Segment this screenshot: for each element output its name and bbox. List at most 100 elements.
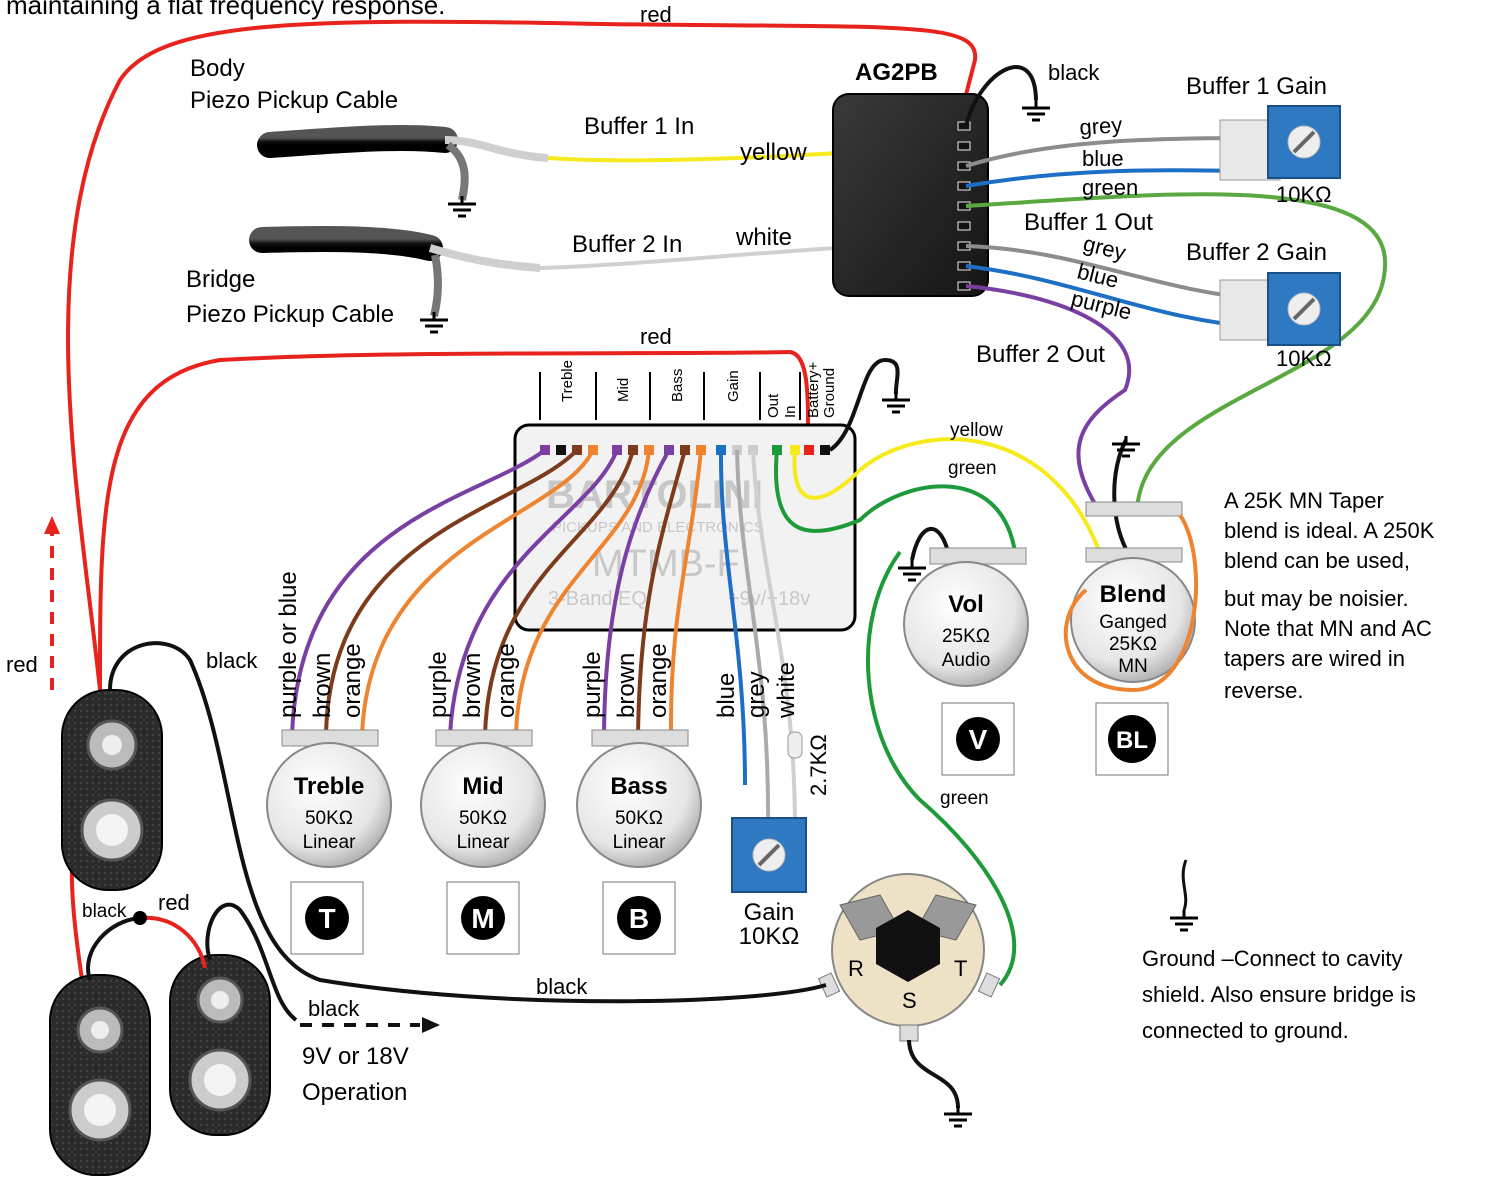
ag2pb-module — [832, 93, 989, 297]
vol-pot-name: Vol — [948, 591, 984, 618]
treble-badge-letter: T — [318, 903, 335, 934]
eq-header-ticks — [539, 372, 801, 420]
ground-note-line: Ground –Connect to cavity — [1142, 946, 1402, 971]
buffer1-in-label: Buffer 1 In — [584, 113, 694, 140]
green-label-jack: green — [940, 788, 989, 809]
jack-green-wire — [866, 550, 1017, 987]
bass-badge — [602, 881, 676, 955]
red-arrowhead — [44, 516, 60, 534]
blend-pot-line2: Ganged — [1099, 612, 1167, 633]
label-purple-or-blue: purple or blue — [275, 571, 302, 718]
blend-pot — [1063, 501, 1198, 693]
gain-trimmer-title: Gain — [744, 899, 795, 926]
eq-mid-wires — [448, 449, 651, 736]
buffer1-out-label: Buffer 1 Out — [1024, 209, 1153, 236]
eq-header-battery: Battery+ — [805, 361, 822, 418]
caption-fragment: maintaining a flat frequency response. — [6, 0, 445, 20]
bridge-label-2: Piezo Pickup Cable — [186, 301, 394, 328]
bridge-piezo-cable — [249, 225, 541, 334]
label-orange-mid: orange — [493, 643, 520, 718]
vol-pot-value: 25KΩ — [942, 626, 990, 647]
blend-note-line: reverse. — [1224, 678, 1303, 703]
gain-trimmer-value: 10KΩ — [739, 923, 800, 950]
yellow-label: yellow — [740, 139, 807, 166]
blend-note: A 25K MN Taper blend is ideal. A 250K bl… — [1224, 488, 1435, 703]
body-piezo-cable — [257, 124, 549, 218]
mid-pot-taper: Linear — [457, 832, 510, 853]
blend-note-line: Note that MN and AC — [1224, 616, 1432, 641]
label-orange-treble: orange — [339, 643, 366, 718]
red-label-junction: red — [158, 890, 190, 915]
black-label-junction: black — [82, 901, 127, 922]
blend-badge-letters: BL — [1116, 727, 1148, 754]
red-label-left: red — [6, 652, 38, 677]
ag2pb-black-label: black — [1048, 60, 1100, 85]
label-purple-bass: purple — [579, 651, 606, 718]
blend-note-line: A 25K MN Taper — [1224, 488, 1384, 513]
bass-pot-name: Bass — [610, 773, 667, 800]
mid-badge — [446, 881, 520, 955]
battery-black-link — [86, 916, 141, 981]
buffer2-out-label: Buffer 2 Out — [976, 341, 1105, 368]
vol-ground-wire — [910, 527, 950, 561]
blue-label-1: blue — [1082, 146, 1124, 171]
jack-label-s: S — [902, 988, 917, 1013]
treble-badge — [290, 881, 364, 955]
eq-header-out: Out — [765, 393, 782, 418]
grey-label-1: grey — [1079, 112, 1123, 140]
body-label-2: Piezo Pickup Cable — [190, 87, 398, 114]
body-label-1: Body — [190, 55, 245, 82]
ground-note: Ground –Connect to cavity shield. Also e… — [1142, 946, 1416, 1043]
eq-band: 3-Band EQ — [548, 588, 647, 610]
eq-treble-wires — [290, 448, 595, 736]
vol-pot — [903, 547, 1029, 687]
label-brown-bass: brown — [613, 653, 640, 718]
blend-note-line: blend is ideal. A 250K — [1224, 518, 1435, 543]
buffer1-gain-title: Buffer 1 Gain — [1186, 73, 1327, 100]
black-label-battery: black — [206, 648, 258, 673]
ag2pb-black-ground-wire — [964, 65, 1038, 127]
label-brown-mid: brown — [459, 653, 486, 718]
bridge-label-1: Bridge — [186, 266, 255, 293]
black-label-jack: black — [536, 974, 588, 999]
mid-badge-letter: M — [471, 903, 494, 934]
label-brown-treble: brown — [309, 653, 336, 718]
black-label-bottom: black — [308, 996, 360, 1021]
eq-yellow-in-wire — [792, 437, 1102, 554]
eq-header-mid: Mid — [615, 378, 632, 402]
blend-note-line: tapers are wired in — [1224, 646, 1405, 671]
yellow-label-2: yellow — [950, 420, 1003, 441]
green-wire-out1 — [965, 192, 1388, 513]
mid-pot-name: Mid — [462, 773, 503, 800]
blend-pot-taper: MN — [1118, 656, 1148, 677]
vol-badge — [941, 702, 1015, 776]
treble-pot-taper: Linear — [303, 832, 356, 853]
label-white-gain: white — [773, 662, 800, 719]
eq-ground-wire — [828, 357, 900, 452]
buffer2-gain-trimmer — [1219, 272, 1341, 346]
eq-header-bass: Bass — [669, 369, 686, 402]
red-label-mid: red — [640, 324, 672, 349]
red-wire-battery-eq — [98, 349, 811, 691]
legend-ground-wire — [1181, 859, 1188, 911]
resistor-label: 2.7KΩ — [806, 734, 831, 796]
red-label-top: red — [640, 2, 672, 27]
bass-badge-letter: B — [629, 903, 649, 934]
treble-pot — [266, 729, 392, 868]
label-orange-bass: orange — [645, 643, 672, 718]
buffer1-gain-value: 10KΩ — [1276, 182, 1332, 207]
battery-black-out — [205, 902, 298, 1022]
ag2pb-title: AG2PB — [855, 59, 938, 86]
black-arrowhead — [422, 1017, 440, 1033]
battery-red-link — [139, 915, 207, 969]
eq-gain-trimmer — [731, 817, 807, 893]
jack-ground-wire — [907, 1039, 960, 1109]
purple-wire-out2 — [965, 284, 1132, 514]
eq-green-out-wire — [774, 449, 1017, 553]
battery-clip-bottom-left — [49, 974, 151, 1176]
battery-clip-top — [61, 689, 163, 891]
mid-pot-value: 50KΩ — [459, 808, 507, 829]
eq-header-gain: Gain — [725, 370, 742, 402]
buffer2-in-label: Buffer 2 In — [572, 231, 682, 258]
eq-logo-2: PICKUPS AND ELECTRONICS — [552, 519, 764, 536]
